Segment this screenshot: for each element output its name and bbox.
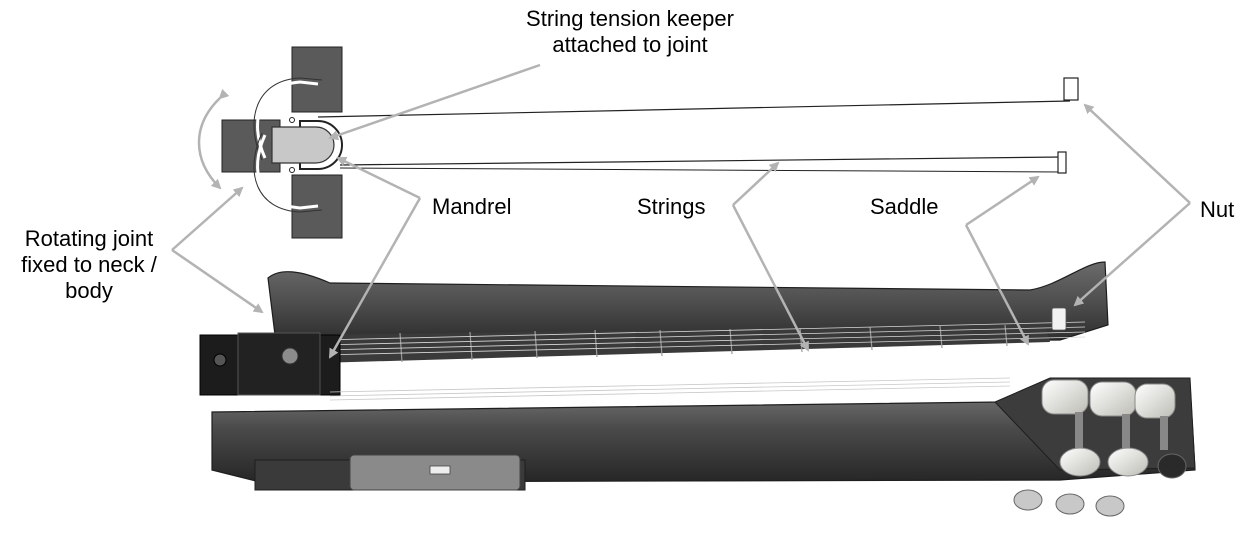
saddle-arrow-2	[964, 224, 1030, 346]
mandrel-core	[271, 126, 335, 164]
tuner-9	[1095, 495, 1125, 517]
nut-arrow-2	[1073, 202, 1191, 307]
nut-arrow-1	[1083, 103, 1191, 204]
saddle-arrow-1	[965, 175, 1040, 227]
keeper-label-line2: attached to joint	[552, 32, 708, 57]
joint-pin-top	[289, 117, 295, 123]
tuner-5	[1107, 447, 1149, 477]
schematic-string-lower-tail	[339, 167, 1063, 173]
schematic-string-upper	[317, 100, 1071, 118]
saddle-label: Saddle	[870, 194, 939, 219]
mandrel-arrow-1	[336, 156, 421, 200]
photo-strings-lower	[329, 377, 1011, 401]
tuner-post-3	[1160, 416, 1168, 450]
strings-label: Strings	[637, 194, 706, 219]
schematic-saddle	[1057, 151, 1067, 174]
upper-neck	[267, 261, 1109, 346]
rotation-arc-lower-outline	[253, 132, 323, 213]
strings-arrow-2	[731, 204, 810, 352]
guitar-photo	[199, 261, 1196, 517]
tuner-1	[1041, 379, 1089, 415]
joint-block-left	[221, 119, 281, 173]
mandrel-label: Mandrel	[432, 194, 512, 219]
nut-label: Nut	[1200, 197, 1235, 222]
rotation-arc-lower	[256, 134, 319, 210]
schematic	[221, 46, 1079, 239]
schematic-nut	[1063, 77, 1079, 101]
photo-strings-upper	[319, 321, 1086, 356]
keeper-arrow	[328, 63, 541, 141]
tuner-4	[1059, 447, 1101, 477]
photo-joint-hole	[213, 353, 227, 367]
tuner-post-2	[1122, 414, 1130, 450]
photo-joint-plate	[237, 332, 321, 396]
joint-label-line2: fixed to neck /	[21, 252, 157, 277]
tuner-2	[1089, 381, 1137, 417]
joint-pin-bottom	[289, 167, 295, 173]
keeper-label-line1: String tension keeper	[526, 6, 734, 31]
keeper-label: String tension keeper attached to joint	[470, 6, 790, 58]
joint-label-line3: body	[65, 278, 113, 303]
joint-label: Rotating joint fixed to neck / body	[6, 226, 172, 304]
photo-nut	[1051, 307, 1067, 331]
tuner-3	[1134, 383, 1176, 419]
rotation-arrow	[197, 88, 230, 190]
photo-joint-screw	[281, 347, 299, 365]
mandrel-arrow-2	[328, 197, 422, 359]
joint-label-line1: Rotating joint	[24, 226, 154, 251]
tuner-6	[1157, 453, 1187, 479]
joint-arrow-2	[171, 248, 264, 314]
tuner-7	[1013, 489, 1043, 511]
schematic-string-lower	[339, 156, 1063, 166]
lower-fitting-slot	[429, 465, 451, 475]
upper-fretboard	[310, 325, 1050, 363]
tuner-post-1	[1075, 412, 1083, 450]
strings-arrow-1	[732, 161, 780, 206]
joint-arrow-1	[171, 186, 244, 251]
tuner-8	[1055, 493, 1085, 515]
callout-arrows	[171, 63, 1191, 359]
